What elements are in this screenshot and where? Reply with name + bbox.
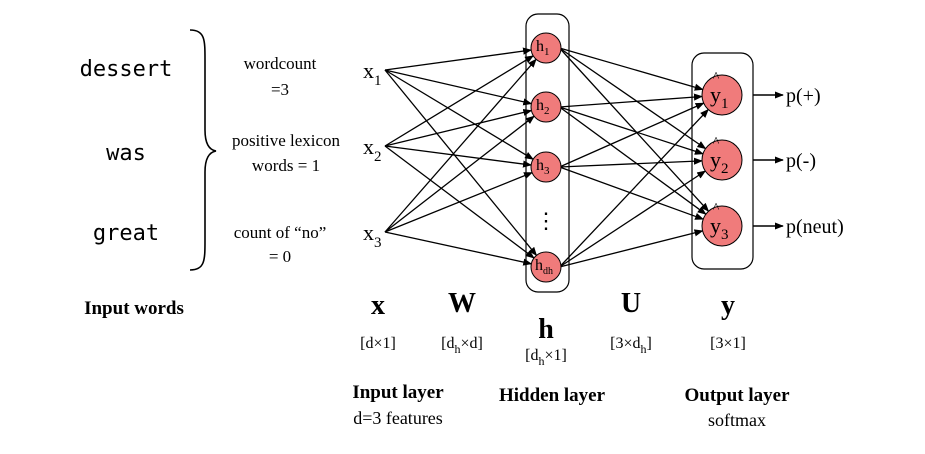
output-node-y2: ^ y2: [701, 135, 743, 181]
edge-x1-h2: [384, 69, 533, 106]
edge-x2-h2: [384, 108, 533, 147]
hidden-layer-title: Hidden layer: [499, 385, 606, 406]
feature-3-line1: count of “no”: [234, 223, 327, 242]
edge-h1-y1: [559, 47, 704, 91]
input-brace: [189, 29, 217, 271]
output-label-negative: p(-): [786, 150, 816, 172]
feature-3-line2: = 0: [269, 247, 291, 266]
edge-x3-h4: [384, 231, 533, 266]
svg-text:h1: h1: [536, 38, 550, 58]
svg-text:^: ^: [713, 201, 720, 216]
input-layer-title: Input layer: [352, 382, 444, 403]
output-layer-title: Output layer: [684, 385, 790, 406]
svg-text:h2: h2: [536, 97, 550, 117]
dim-W: [dh×d]: [441, 335, 483, 356]
svg-text:y3: y3: [710, 213, 729, 243]
dim-h: [dh×1]: [525, 347, 567, 368]
symbol-y: y: [721, 290, 735, 321]
edge-h4-y1: [559, 108, 709, 268]
edge-h3-y2: [559, 157, 703, 168]
edge-h4-y2: [559, 170, 707, 268]
edge-x3-h2: [384, 115, 535, 233]
edge-h3-y1: [559, 102, 705, 168]
dim-y: [3×1]: [710, 335, 746, 352]
svg-text:y1: y1: [710, 82, 729, 112]
edge-x2-h1: [384, 55, 534, 147]
edge-x1-h4: [384, 69, 538, 257]
svg-text:y2: y2: [710, 147, 729, 177]
edge-x1-h3: [384, 69, 534, 160]
svg-text:^: ^: [713, 135, 720, 150]
output-label-positive: p(+): [786, 85, 821, 107]
edge-h2-y1: [559, 93, 703, 108]
edge-x1-h1: [384, 47, 533, 71]
input-layer-subtitle: d=3 features: [353, 408, 443, 428]
output-node-y1: ^ y1: [701, 70, 743, 116]
dim-U: [3×dh]: [610, 335, 652, 356]
input-node-x3: x3: [363, 220, 382, 251]
symbol-U: U: [621, 288, 641, 319]
edge-h3-y3: [559, 166, 705, 220]
symbol-W: W: [448, 288, 476, 319]
hidden-node-h2: h2: [530, 91, 562, 123]
svg-text:h3: h3: [536, 157, 550, 177]
hidden-node-hdh: hdh: [530, 251, 562, 283]
input-word-dessert: dessert: [80, 57, 173, 82]
svg-text:^: ^: [713, 70, 720, 85]
symbol-x: x: [371, 290, 385, 321]
feature-2-line2: words = 1: [252, 156, 320, 175]
edge-h2-y3: [559, 106, 707, 215]
svg-text:hdh: hdh: [535, 257, 553, 277]
feature-1-line1: wordcount: [244, 54, 317, 73]
dim-x: [d×1]: [360, 335, 396, 352]
input-word-great: great: [93, 221, 159, 246]
connection-edges: [384, 47, 710, 268]
edge-h4-y3: [559, 229, 704, 268]
feature-2-line1: positive lexicon: [232, 131, 341, 150]
output-layer-subtitle: softmax: [708, 410, 766, 430]
edge-h1-y2: [559, 47, 707, 150]
edge-x3-h3: [384, 172, 533, 233]
input-node-x1: x1: [363, 58, 382, 89]
hidden-node-h3: h3: [530, 151, 562, 183]
output-node-y3: ^ y3: [701, 201, 743, 247]
input-node-x2: x2: [363, 134, 382, 165]
input-word-was: was: [106, 141, 146, 166]
input-words-label: Input words: [84, 298, 184, 319]
edge-x2-h3: [384, 145, 533, 168]
output-label-neutral: p(neut): [786, 216, 844, 238]
hidden-node-h1: h1: [530, 32, 562, 64]
edge-x3-h1: [384, 58, 537, 233]
symbol-h: h: [538, 314, 554, 345]
feature-1-line2: =3: [271, 80, 289, 99]
hidden-ellipsis: ⋮: [535, 208, 557, 233]
edge-h2-y2: [559, 106, 704, 155]
edge-h1-y3: [559, 47, 710, 212]
